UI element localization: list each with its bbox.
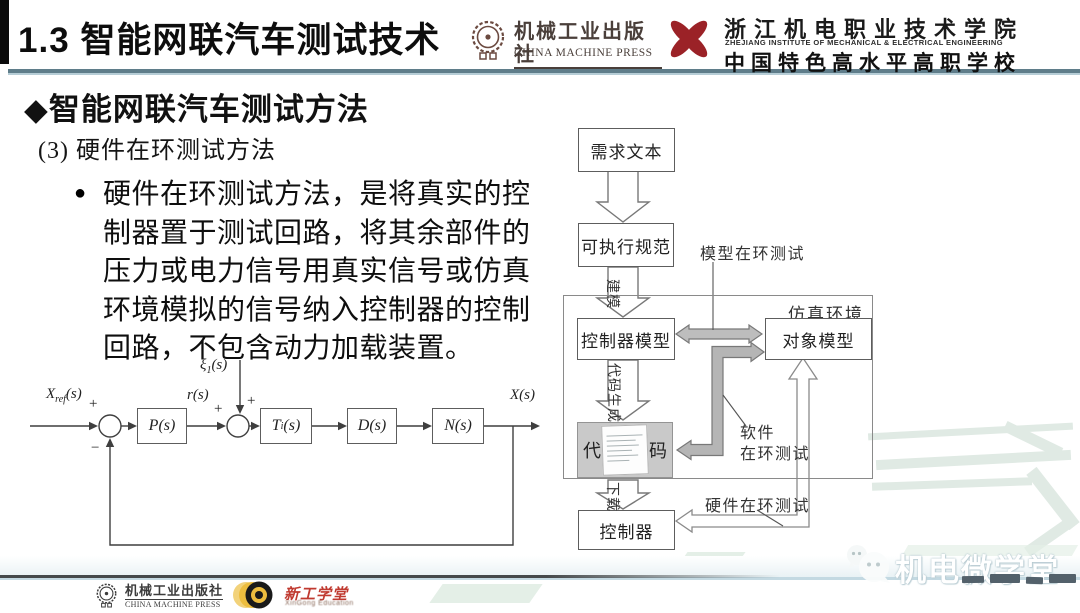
control-diagram-arrowheads <box>89 405 540 447</box>
flow-box-spec: 可执行规范 <box>578 223 674 267</box>
flow-box-code: 代 码 <box>577 422 673 478</box>
flow-box-controller-model: 控制器模型 <box>577 318 675 360</box>
cmp-subtitle: CHINA MACHINE PRESS <box>514 47 653 59</box>
code-char-left: 代 <box>583 441 601 461</box>
page-title: 1.3 智能网联汽车测试技术 <box>18 21 441 60</box>
xi-label: ξ1(s) <box>200 357 228 376</box>
step-label-download: 下载 <box>604 482 619 512</box>
step-label-modeling: 建模 <box>604 279 619 309</box>
zime-english: ZHEJIANG INSTITUTE OF MECHANICAL & ELECT… <box>725 38 1003 47</box>
xingong-subtitle: XinGong Education <box>285 600 354 607</box>
wechat-bubbles-icon <box>847 545 890 583</box>
arrow-download <box>594 479 652 510</box>
xingong-logo-footer: 新工学堂 XinGong Education <box>232 579 362 611</box>
flow-box-requirement: 需求文本 <box>578 128 675 172</box>
corner-watermark-artifact <box>1025 576 1044 585</box>
footer-band <box>0 556 1080 577</box>
label-pointer-lines <box>712 262 784 527</box>
mil-double-arrow <box>674 323 764 345</box>
zime-logo-header: 浙江机电职业技术学院 ZHEJIANG INSTITUTE OF MECHANI… <box>660 10 1078 75</box>
header-left-bar <box>0 0 9 64</box>
flow-box-object-model: 对象模型 <box>765 318 872 360</box>
r-label: r(s) <box>187 387 209 403</box>
corner-watermark-artifact <box>961 575 985 584</box>
bullet-marker: ● <box>74 182 87 204</box>
d-block: D(s) <box>347 408 397 444</box>
arrow-codegen <box>594 359 652 421</box>
sum1-minus-sign: − <box>91 440 100 456</box>
footer-cmp-subtitle: CHINA MACHINE PRESS <box>125 600 221 609</box>
sum1-plus-sign: + <box>89 396 98 412</box>
p-block: P(s) <box>137 408 187 444</box>
gear-press-icon <box>471 20 505 60</box>
sum2-plus-top: + <box>247 393 256 409</box>
red-knot-emblem-icon <box>670 20 708 58</box>
corner-watermark-artifact <box>1049 574 1076 583</box>
sum2-plus-left: + <box>214 401 223 417</box>
arrow-req-to-spec <box>594 170 652 223</box>
cmp-logo-header: 机械工业出版社 CHINA MACHINE PRESS <box>466 17 662 69</box>
xingong-name: 新工学堂 <box>284 587 349 603</box>
subsection-title: (3) 硬件在环测试方法 <box>38 138 276 164</box>
cmp-name: 机械工业出版社 <box>514 21 662 69</box>
footer-cmp-name: 机械工业出版社 <box>125 583 224 600</box>
sil-test-label: 软件 在环测试 <box>740 425 811 463</box>
hil-test-label: 硬件在环测试 <box>705 498 811 515</box>
section-title: ◆智能网联汽车测试方法 <box>24 92 369 127</box>
cmp-logo-footer: 机械工业出版社 CHINA MACHINE PRESS <box>93 581 253 611</box>
control-diagram-lines <box>30 360 536 546</box>
sil-gray-elbow-arrow <box>675 341 766 461</box>
footer-dark-line <box>0 575 780 578</box>
arrow-spec-to-model <box>594 266 652 318</box>
x-output-label: X(s) <box>510 387 535 403</box>
code-document-thumbnail <box>601 424 649 476</box>
code-char-right: 码 <box>649 441 667 461</box>
gear-press-icon <box>96 583 117 608</box>
xref-label: Xref(s) <box>46 386 82 405</box>
flow-hollow-arrows <box>594 170 652 510</box>
step-label-codegen: 代码生成 <box>605 363 620 423</box>
header-divider <box>8 69 1080 75</box>
flow-box-controller: 控制器 <box>578 510 675 550</box>
zime-calligraphy: 浙江机电职业技术学院 <box>724 17 1025 42</box>
footer-blue-line <box>0 577 1080 580</box>
zime-subtitle: 中国特色高水平高职学校 <box>724 52 1021 75</box>
mil-test-label: 模型在环测试 <box>700 246 806 263</box>
corner-watermark-artifact <box>990 574 1020 583</box>
yellow-lens-circles-icon <box>233 581 273 609</box>
bullet-paragraph: 硬件在环测试方法，是将真实的控制器置于测试回路，将其余部件的压力或电力信号用真实… <box>103 179 531 364</box>
n-block: N(s) <box>432 408 484 444</box>
